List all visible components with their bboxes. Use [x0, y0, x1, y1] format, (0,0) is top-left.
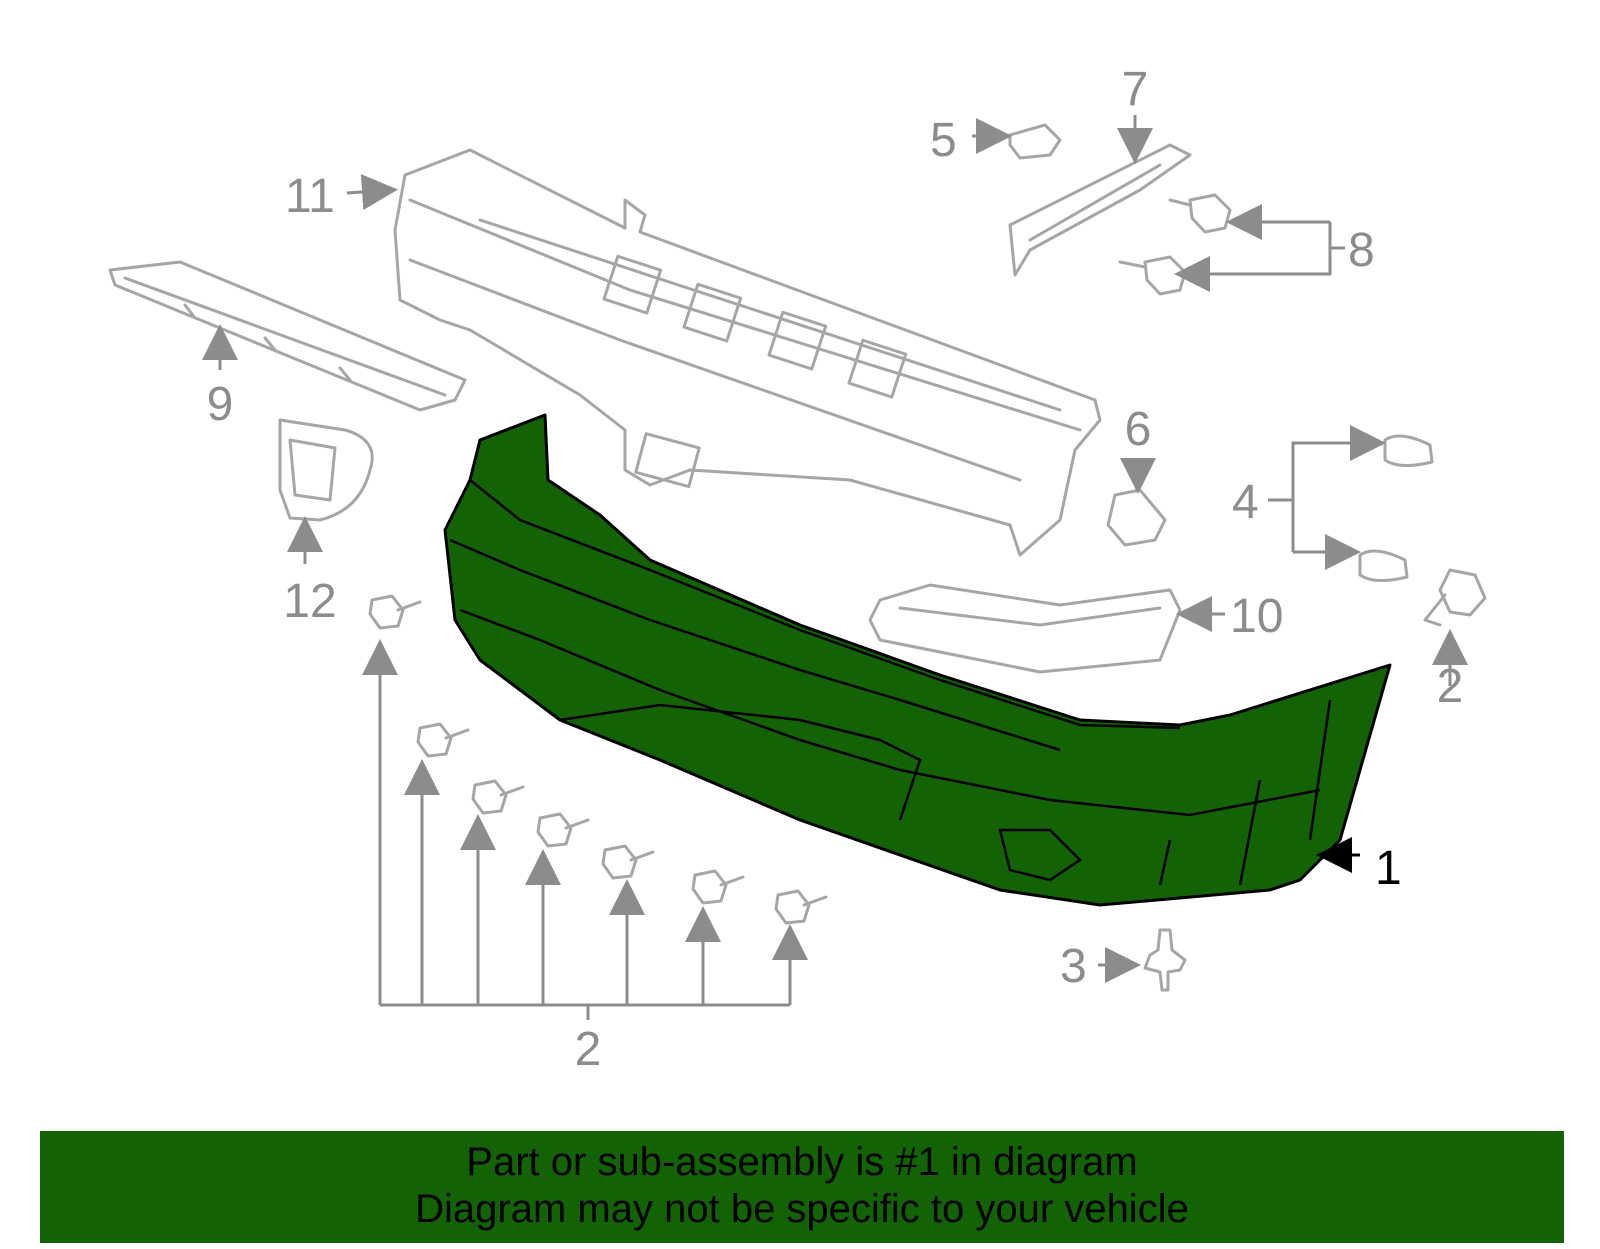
callout-11: 11 [285, 170, 335, 223]
part-4-retainers [1358, 434, 1434, 582]
part-1-bumper-cover [443, 413, 1392, 907]
banner-line-1: Part or sub-assembly is #1 in diagram [466, 1140, 1138, 1184]
callout-9: 9 [207, 378, 234, 431]
leader-lines [202, 115, 1468, 1020]
callout-1: 1 [1375, 842, 1402, 895]
callout-2-right: 2 [1437, 660, 1464, 713]
leader-4-top [1291, 425, 1386, 552]
callout-7: 7 [1122, 63, 1149, 116]
part-6-clip [1106, 488, 1167, 547]
callout-8: 8 [1348, 224, 1375, 277]
callout-5: 5 [930, 114, 957, 167]
leader-8-bottom [1174, 222, 1332, 292]
part-7-bracket [1008, 143, 1192, 277]
part-2-bolt-right [1423, 568, 1487, 627]
callout-2-bottom: 2 [575, 1023, 602, 1076]
callout-4: 4 [1232, 476, 1259, 529]
notice-banner: Part or sub-assembly is #1 in diagram Di… [40, 1131, 1564, 1243]
banner-line-2: Diagram may not be specific to your vehi… [415, 1187, 1189, 1231]
callout-3: 3 [1060, 940, 1087, 993]
part-10-absorber [868, 583, 1182, 674]
part-3-push-pin [1143, 928, 1187, 992]
part-9-trim-strip [108, 260, 467, 412]
part-8-bolts [1118, 193, 1232, 296]
part-5-clip [1008, 123, 1062, 160]
leader-11 [346, 174, 398, 210]
part-12-bracket [278, 418, 374, 522]
part-2-bolts-row [368, 594, 828, 925]
callout-6: 6 [1125, 403, 1152, 456]
part-11-reinforcement [393, 148, 1102, 557]
callout-12: 12 [283, 575, 336, 628]
callout-10: 10 [1230, 590, 1283, 643]
